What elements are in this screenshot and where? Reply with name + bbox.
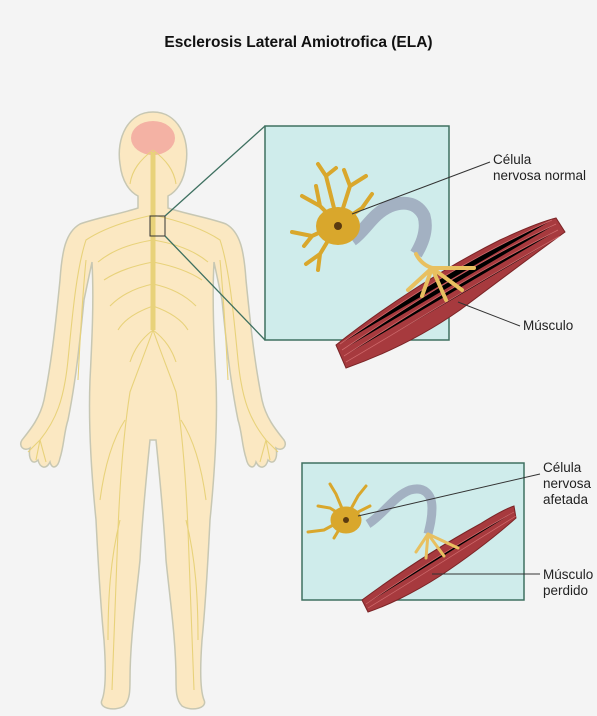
affected-nucleus bbox=[343, 517, 349, 523]
label-affected-cell-line2: nervosa bbox=[543, 476, 591, 492]
normal-nucleus bbox=[334, 222, 342, 230]
label-affected-cell-line1: Célula bbox=[543, 460, 591, 476]
label-normal-cell-line1: Célula bbox=[493, 152, 586, 168]
label-muscle: Músculo bbox=[523, 318, 573, 334]
leader-muscle bbox=[458, 302, 520, 326]
label-normal-cell: Célula nervosa normal bbox=[493, 152, 586, 184]
label-lost-muscle-line2: perdido bbox=[543, 583, 593, 599]
label-affected-cell: Célula nervosa afetada bbox=[543, 460, 591, 508]
brain bbox=[131, 121, 175, 155]
human-body-figure bbox=[21, 112, 286, 709]
diagram-title: Esclerosis Lateral Amiotrofica (ELA) bbox=[0, 34, 597, 52]
label-affected-cell-line3: afetada bbox=[543, 492, 591, 508]
label-normal-cell-line2: nervosa normal bbox=[493, 168, 586, 184]
label-lost-muscle: Músculo perdido bbox=[543, 567, 593, 599]
label-lost-muscle-line1: Músculo bbox=[543, 567, 593, 583]
